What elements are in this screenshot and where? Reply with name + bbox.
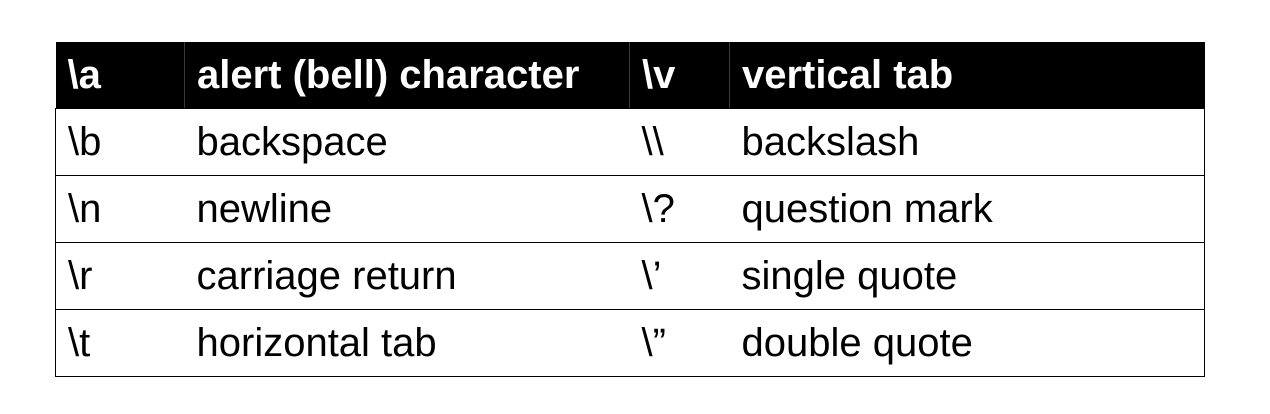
escape-description-cell: alert (bell) character	[184, 42, 630, 109]
escape-description-cell: backspace	[184, 108, 630, 176]
escape-code-cell: \?	[629, 175, 730, 243]
table-row: \b backspace \\ backslash	[55, 108, 1205, 176]
escape-code-cell: \’	[629, 242, 730, 310]
escape-description-cell: carriage return	[184, 242, 630, 310]
escape-description-cell: newline	[184, 175, 630, 243]
escape-code-cell: \a	[55, 42, 185, 109]
table-row: \n newline \? question mark	[55, 175, 1205, 243]
table-row: \r carriage return \’ single quote	[55, 242, 1205, 310]
escape-code-cell: \r	[55, 242, 185, 310]
escape-description-cell: single quote	[729, 242, 1205, 310]
escape-description-cell: vertical tab	[729, 42, 1205, 109]
escape-code-cell: \\	[629, 108, 730, 176]
table-row: \t horizontal tab \” double quote	[55, 309, 1205, 377]
escape-sequence-table: \a alert (bell) character \v vertical ta…	[55, 42, 1205, 377]
escape-code-cell: \”	[629, 309, 730, 377]
escape-code-cell: \b	[55, 108, 185, 176]
escape-code-cell: \n	[55, 175, 185, 243]
escape-description-cell: double quote	[729, 309, 1205, 377]
escape-description-cell: question mark	[729, 175, 1205, 243]
escape-description-cell: horizontal tab	[184, 309, 630, 377]
escape-code-cell: \t	[55, 309, 185, 377]
escape-description-cell: backslash	[729, 108, 1205, 176]
table-header-row: \a alert (bell) character \v vertical ta…	[55, 42, 1205, 109]
escape-code-cell: \v	[629, 42, 730, 109]
